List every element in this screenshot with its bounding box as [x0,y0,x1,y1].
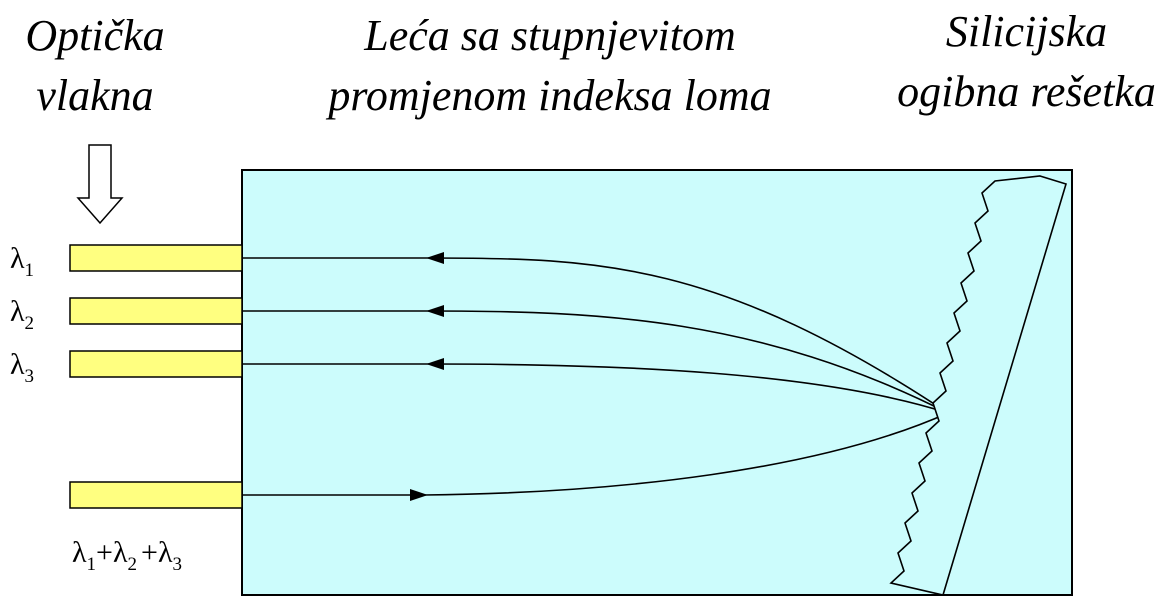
fiber-output-2 [69,297,243,325]
ray-lambda-2 [242,310,949,414]
ray-input-arrowhead [410,489,428,501]
fibers-title: Optička vlakna [0,6,190,126]
down-arrow-icon [76,144,124,225]
ray-input [242,412,949,496]
ray-lambda-1 [242,257,949,414]
ray-3-arrowhead [426,358,444,370]
grating-title-line2: ogibna rešetka [897,67,1156,116]
fiber-output-1 [69,244,243,272]
label-lambda-2: λ2 [10,295,34,334]
fiber-output-3 [69,350,243,378]
lens-title-line1: Leća sa stupnjevitom [364,11,736,60]
label-lambda-1: λ1 [10,242,34,281]
lens-title: Leća sa stupnjevitom promjenom indeksa l… [270,6,830,126]
grating-title-line1: Silicijska [945,7,1108,56]
label-lambda-3: λ3 [10,348,34,387]
fibers-title-line2: vlakna [36,71,154,120]
diffraction-grating [889,175,1067,596]
lens-title-line2: promjenom indeksa loma [328,71,772,120]
grating-title: Silicijska ogibna rešetka [880,2,1173,122]
ray-1-arrowhead [426,252,444,264]
fibers-title-line1: Optička [25,11,165,60]
fiber-input [69,481,243,509]
ray-2-arrowhead [426,305,444,317]
ray-lambda-3 [242,363,949,414]
label-input-lambda-sum: λ1+λ2+λ3 [72,536,182,575]
